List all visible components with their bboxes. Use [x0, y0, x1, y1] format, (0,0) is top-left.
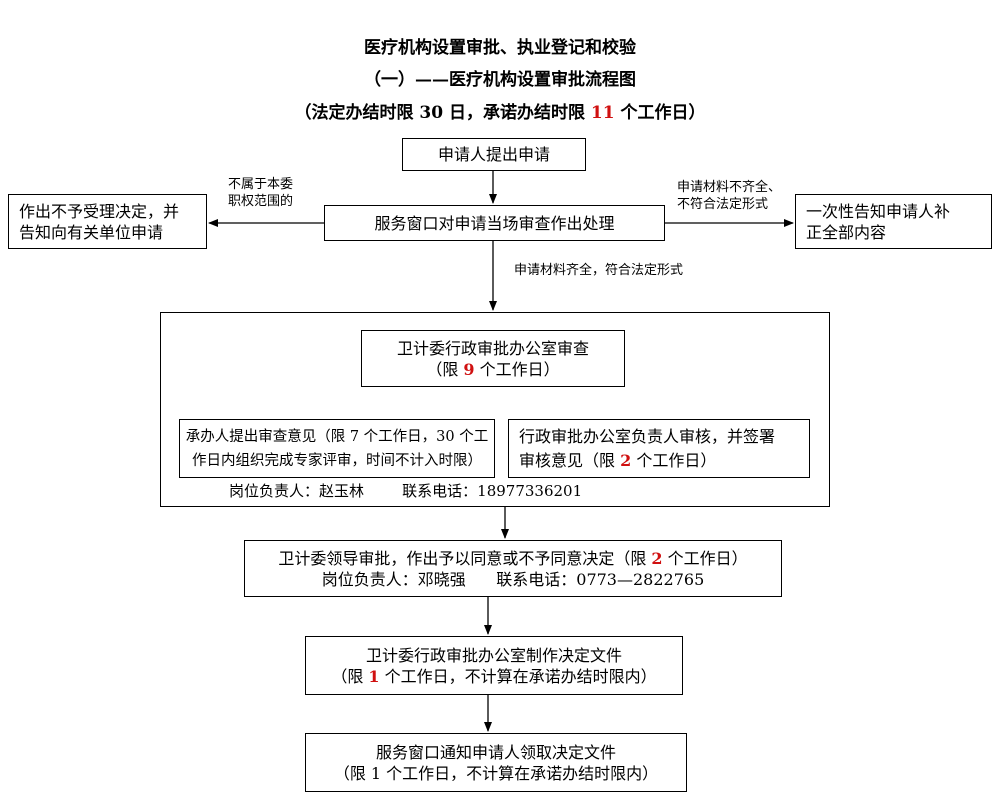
office-review-limit-pre: （限 [426, 359, 464, 379]
step-make-document-line1: 卫计委行政审批办公室制作决定文件 [365, 645, 622, 665]
step-notify-pickup-line1: 服务窗口通知申请人领取决定文件 [375, 742, 616, 762]
make-document-days: 1 [368, 666, 380, 686]
step-office-review-line1: 卫计委行政审批办公室审查 [396, 338, 589, 358]
leader-approval-text-post: 个工作日） [662, 548, 748, 568]
time-limit-days: 11 [590, 103, 615, 123]
head-review-limit-post: 个工作日） [631, 450, 717, 470]
post-owner-contact-2: 岗位负责人：邓晓强 联系电话：0773—2822765 [321, 569, 705, 589]
step-notify-pickup: 服务窗口通知申请人领取决定文件 （限 1 个工作日，不计算在承诺办结时限内） [305, 733, 687, 792]
step-apply: 申请人提出申请 [402, 138, 586, 171]
step-window-process-label: 服务窗口对申请当场审查作出处理 [374, 213, 615, 233]
step-handler-opinion: 承办人提出审查意见（限 7 个工作日，30 个工 作日内组织完成专家评审，时间不… [179, 419, 495, 478]
step-make-document: 卫计委行政审批办公室制作决定文件 （限 1 个工作日，不计算在承诺办结时限内） [305, 636, 683, 695]
note-out-of-scope-line2: 职权范围的 [228, 194, 294, 209]
leader-approval-days: 2 [651, 548, 663, 568]
head-review-limit-pre: 审核意见（限 [519, 450, 621, 470]
step-handler-opinion-line2: 作日内组织完成专家评审，时间不计入时限） [192, 452, 482, 469]
step-handler-opinion-line1: 承办人提出审查意见（限 7 个工作日，30 个工 [185, 428, 489, 445]
step-reject: 作出不予受理决定，并 告知向有关单位申请 [8, 194, 207, 249]
office-review-limit-post: 个工作日） [474, 359, 560, 379]
step-supplement-line2: 正全部内容 [806, 222, 887, 242]
time-limit-title: （法定办结时限 30 日，承诺办结时限 11 个工作日） [0, 103, 1000, 123]
leader-approval-text-pre: 卫计委领导审批，作出予以同意或不予同意决定（限 [278, 548, 652, 568]
office-review-days: 9 [463, 359, 475, 379]
make-document-limit-pre: （限 [331, 666, 369, 686]
post-owner-contact-1: 岗位负责人：赵玉林 联系电话：18977336201 [229, 482, 583, 500]
note-incomplete: 申请材料不齐全、 不符合法定形式 [677, 179, 781, 213]
note-complete: 申请材料齐全，符合法定形式 [514, 263, 684, 278]
page-subtitle: （一）——医疗机构设置审批流程图 [364, 70, 636, 90]
step-head-review-line2: 审核意见（限 2 个工作日） [519, 449, 716, 473]
step-apply-label: 申请人提出申请 [437, 145, 550, 164]
make-document-limit-post: 个工作日，不计算在承诺办结时限内） [379, 666, 657, 686]
step-office-review: 卫计委行政审批办公室审查 （限 9 个工作日） [361, 330, 625, 387]
step-head-review: 行政审批办公室负责人审核，并签署 审核意见（限 2 个工作日） [508, 419, 810, 478]
time-limit-text-post: 个工作日） [614, 103, 706, 123]
step-office-review-line2: （限 9 个工作日） [426, 359, 559, 380]
time-limit-text-pre: （法定办结时限 30 日，承诺办结时限 [294, 103, 591, 123]
step-window-process: 服务窗口对申请当场审查作出处理 [324, 205, 665, 241]
step-reject-line1: 作出不予受理决定，并 [19, 201, 180, 221]
step-make-document-line2: （限 1 个工作日，不计算在承诺办结时限内） [331, 666, 656, 687]
note-out-of-scope-line1: 不属于本委 [228, 177, 294, 192]
step-notify-pickup-line2: （限 1 个工作日，不计算在承诺办结时限内） [333, 763, 659, 783]
page-title: 医疗机构设置审批、执业登记和校验 [364, 38, 636, 58]
head-review-days: 2 [620, 450, 632, 470]
step-leader-approval: 卫计委领导审批，作出予以同意或不予同意决定（限 2 个工作日） 岗位负责人：邓晓… [244, 540, 782, 597]
step-reject-line2: 告知向有关单位申请 [19, 222, 164, 242]
step-leader-approval-line1: 卫计委领导审批，作出予以同意或不予同意决定（限 2 个工作日） [278, 548, 747, 569]
step-head-review-line1: 行政审批办公室负责人审核，并签署 [519, 426, 776, 446]
step-supplement-line1: 一次性告知申请人补 [806, 201, 951, 221]
note-incomplete-line2: 不符合法定形式 [677, 197, 769, 212]
step-supplement: 一次性告知申请人补 正全部内容 [795, 194, 992, 249]
note-incomplete-line1: 申请材料不齐全、 [677, 180, 782, 195]
note-out-of-scope: 不属于本委 职权范围的 [228, 176, 293, 210]
